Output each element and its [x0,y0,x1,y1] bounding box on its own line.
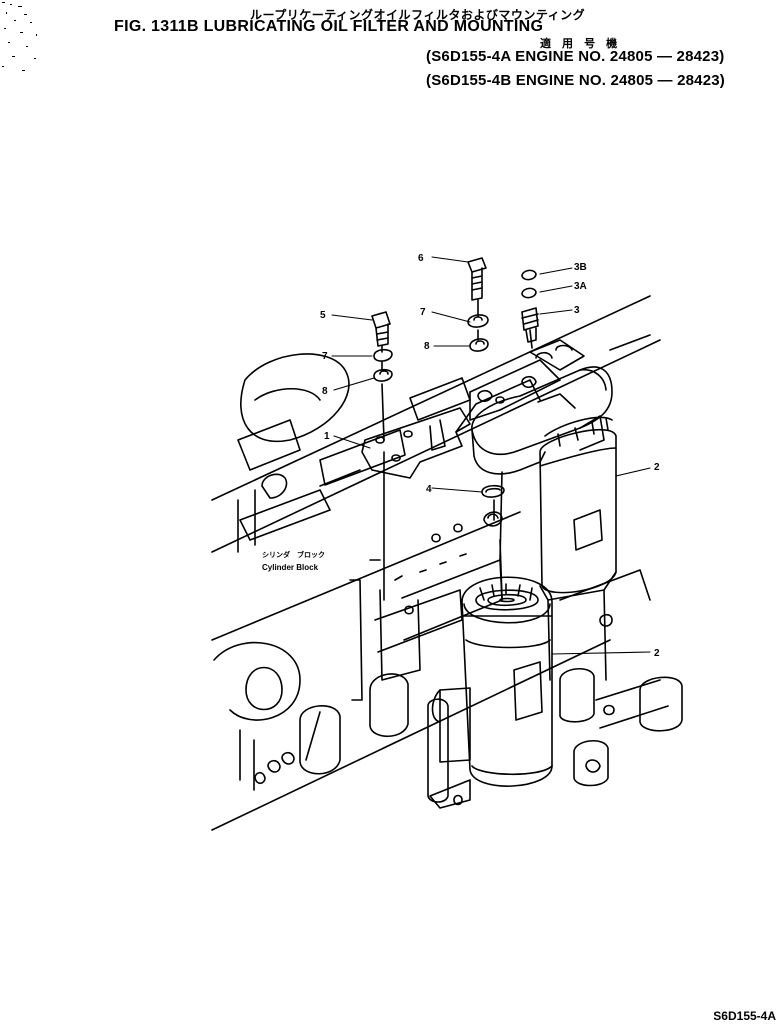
callout-7-upper: 7 [420,307,426,318]
cylinder-block-label-jp: シリンダ ブロック [262,550,325,559]
callout-3a: 3A [574,281,587,292]
japanese-title: ループリケーティングオイルフィルタおよびマウンティング [250,8,586,22]
lower-filter-cartridge [461,539,553,787]
leader-lines [331,256,651,655]
callout-1: 1 [324,431,330,442]
callout-3: 3 [574,305,580,316]
scan-noise [2,2,37,71]
callout-2-upper: 2 [654,462,660,473]
callout-labels: 6 3B 3A 3 5 7 7 8 8 1 2 4 2 [320,253,660,659]
callout-5: 5 [320,310,326,321]
applicability-japanese-label: 適 用 号 機 [540,38,622,50]
callout-8-upper: 8 [424,341,430,352]
filter-head-bracket [361,339,613,479]
callout-3b: 3B [574,262,587,273]
cylinder-block-label: シリンダ ブロック Cylinder Block [262,550,325,572]
page-code: S6D155-4A [713,1009,776,1023]
callout-7-left: 7 [322,351,328,362]
callout-4: 4 [426,484,432,495]
callout-8-left: 8 [322,386,328,397]
figure-title: FIG. 1311B LUBRICATING OIL FILTER AND MO… [114,18,544,35]
applicability-line-s6d155-4a: (S6D155-4A ENGINE NO. 24805 — 28423) [426,48,725,65]
applicability-line-s6d155-4b: (S6D155-4B ENGINE NO. 24805 — 28423) [426,72,726,89]
callout-6: 6 [418,253,424,264]
callout-2-lower: 2 [654,648,660,659]
fasteners [371,257,539,601]
cylinder-block [211,295,683,831]
cylinder-block-label-en: Cylinder Block [262,563,319,572]
